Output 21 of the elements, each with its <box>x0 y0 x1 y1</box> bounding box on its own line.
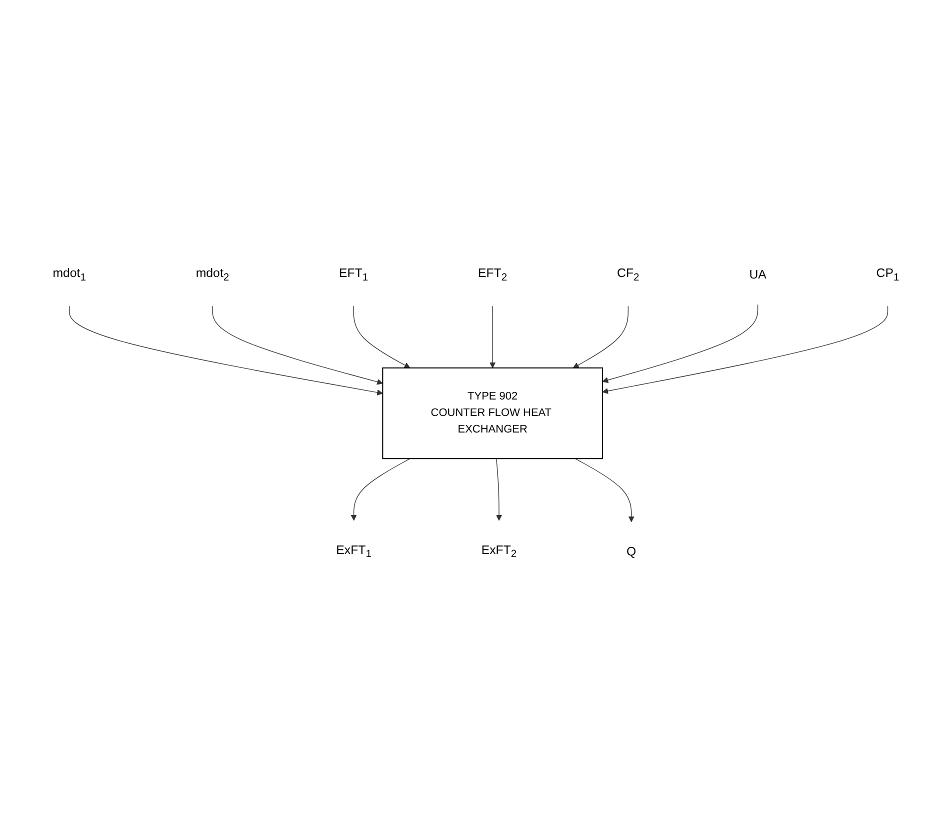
arrow <box>490 306 496 368</box>
arrow <box>350 458 410 521</box>
arrow <box>572 306 629 368</box>
arrow <box>496 458 502 521</box>
arrow <box>574 458 634 522</box>
arrow <box>69 306 383 396</box>
node-text: ExFT$_{1}$ <box>336 543 372 560</box>
node-text: CP$_{1}$ <box>876 266 900 284</box>
node-text: EFT$_{1}$ <box>339 266 368 284</box>
node-text: mdot$_{2}$ <box>196 266 230 284</box>
node-text: EFT$_{2}$ <box>478 266 508 284</box>
node-text: mdot$_{1}$ <box>52 266 86 284</box>
arrow <box>212 306 383 386</box>
node-box: TYPE 902 COUNTER FLOW HEAT EXCHANGER <box>382 368 604 460</box>
arrow <box>353 306 410 368</box>
node-text: ExFT$_{2}$ <box>481 543 517 560</box>
arrow <box>602 304 758 384</box>
node-text: CF$_{2}$ <box>617 266 640 284</box>
node-text: Q <box>626 544 636 558</box>
node-text: UA <box>749 268 766 282</box>
arrow <box>602 306 888 394</box>
